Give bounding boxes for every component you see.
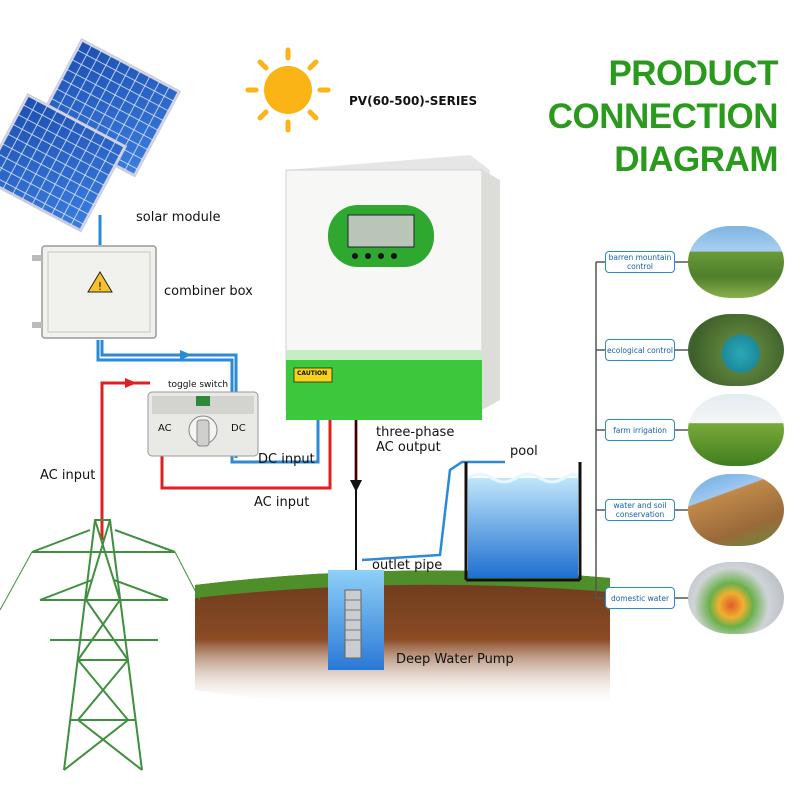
ac-input-bottom-label: AC input	[254, 495, 310, 510]
application-label-domestic-water: domestic water	[605, 587, 675, 609]
pool-label: pool	[510, 444, 538, 459]
mountain-landscape-photo-icon	[688, 226, 784, 298]
outlet-pipe	[361, 460, 505, 562]
pool-icon	[464, 462, 582, 582]
application-label-farm-irrigation: farm irrigation	[605, 419, 675, 441]
transmission-tower-icon	[0, 519, 201, 771]
sprinkler-field-photo-icon	[688, 394, 784, 466]
toggle-ac-label: AC	[158, 423, 172, 434]
deep-water-pump-icon	[328, 570, 384, 670]
solar-module-icon	[0, 37, 182, 233]
application-label-soil-conservation: water and soil conservation	[605, 499, 675, 521]
toggle-switch-label: toggle switch	[168, 380, 229, 390]
toggle-dc-label: DC	[231, 423, 246, 434]
combiner-box-icon: !	[32, 245, 157, 339]
ground-soil	[195, 570, 610, 708]
combiner-box-label: combiner box	[164, 284, 253, 299]
terraced-hill-photo-icon	[688, 474, 784, 546]
title-line-2: CONNECTION	[547, 97, 779, 136]
outlet-pipe-label: outlet pipe	[372, 558, 443, 573]
page-title: PRODUCT CONNECTION DIAGRAM	[547, 52, 779, 181]
title-line-3: DIAGRAM	[614, 140, 778, 179]
deep-water-pump-label: Deep Water Pump	[396, 652, 514, 667]
series-label: PV(60-500)-SERIES	[349, 94, 478, 108]
solar-module-label: solar module	[136, 210, 221, 225]
application-connectors	[595, 261, 690, 599]
toggle-switch-icon	[147, 391, 259, 457]
ac-input-left-label: AC input	[40, 468, 96, 483]
dc-input-label: DC input	[258, 452, 315, 467]
kitchen-faucet-photo-icon	[688, 562, 784, 634]
application-label-ecological: ecological control	[605, 339, 675, 361]
sun-icon	[245, 47, 331, 133]
pump-cable	[350, 400, 362, 600]
lake-aerial-photo-icon	[688, 314, 784, 386]
inverter-icon	[285, 155, 500, 420]
three-phase-label: three-phase	[376, 425, 455, 440]
ac-output-label: AC output	[376, 440, 441, 455]
application-label-barren-mountain: barren mountain control	[605, 251, 675, 273]
caution-label: CAUTION	[297, 370, 328, 377]
svg-text:!: !	[98, 280, 102, 293]
title-line-1: PRODUCT	[608, 54, 778, 93]
